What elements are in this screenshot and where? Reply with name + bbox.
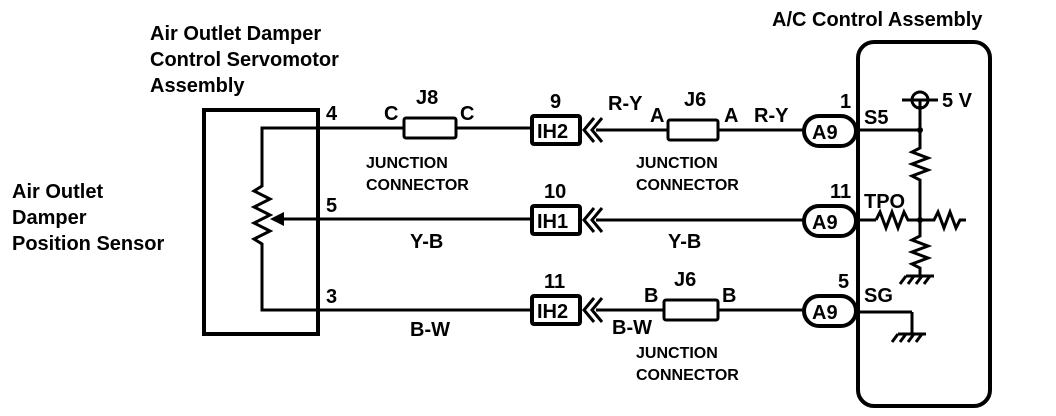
wire-color-row3-mid: B-W <box>612 317 652 339</box>
j6-b-pin-out-label: B <box>722 285 736 307</box>
j6-row3-label: J6 <box>674 269 696 291</box>
sensor-label-line2: Damper <box>12 207 87 229</box>
a9-row2-pin: 11 <box>830 181 851 203</box>
wire-color-row2-left: Y-B <box>410 231 443 253</box>
supply-5v-label: 5 V <box>942 90 973 112</box>
a9-row3-label: A9 <box>812 302 838 324</box>
ac-control-box <box>856 40 992 408</box>
j6-row3-junction-box <box>662 298 720 322</box>
ih2-connector-row3 <box>530 294 582 326</box>
servomotor-title-line3: Assembly <box>150 75 245 97</box>
a9-row1-pin: 1 <box>840 91 851 113</box>
servomotor-box <box>202 108 320 336</box>
j8-junction-text-2: CONNECTOR <box>366 177 469 194</box>
j6-b-pin-in-label: B <box>644 285 658 307</box>
a9-row2-label: A9 <box>812 212 838 234</box>
ih2-row1-chevrons <box>582 117 604 143</box>
j6-row1-label: J6 <box>684 89 706 111</box>
ih2-row1-label: IH2 <box>537 121 568 143</box>
ih1-row2-chevrons <box>582 207 604 233</box>
j6-row1-junction-text-1: JUNCTION <box>636 155 718 172</box>
ih2-row3-chevrons <box>582 297 604 323</box>
j6-row1-junction-text-2: CONNECTOR <box>636 177 739 194</box>
wire-color-row1-a: R-Y <box>608 93 643 115</box>
j6-row3-junction-text-2: CONNECTOR <box>636 367 739 384</box>
ih1-row2-label: IH1 <box>537 211 568 233</box>
ih1-connector-row2 <box>530 204 582 236</box>
ih2-row3-pin: 11 <box>544 271 565 293</box>
j6-row1-junction-box <box>666 118 720 142</box>
terminal-tpo-label: TPO <box>864 191 905 213</box>
pin-5-label: 5 <box>326 195 337 217</box>
pin-3-label: 3 <box>326 286 337 308</box>
j8-junction-text-1: JUNCTION <box>366 155 448 172</box>
ih1-row2-pin: 10 <box>544 181 566 203</box>
ih2-connector-row1 <box>530 114 582 146</box>
j8-junction-box <box>402 116 458 140</box>
terminal-s5-label: S5 <box>864 107 888 129</box>
a9-row1-label: A9 <box>812 122 838 144</box>
ih2-row3-label: IH2 <box>537 301 568 323</box>
wire-color-row1-b: R-Y <box>754 105 789 127</box>
j8-label: J8 <box>416 87 438 109</box>
wire-color-row3-left: B-W <box>410 319 450 341</box>
potentiometer-symbol <box>250 126 318 312</box>
a9-row3-pin: 5 <box>838 271 849 293</box>
pin-4-label: 4 <box>326 103 338 125</box>
ac-control-title: A/C Control Assembly <box>772 9 983 31</box>
tpo-circuit <box>856 207 966 285</box>
sg-ground-circuit <box>856 310 926 343</box>
j6-row3-junction-text-1: JUNCTION <box>636 345 718 362</box>
sensor-label-line3: Position Sensor <box>12 233 164 255</box>
ih2-row1-pin: 9 <box>550 91 561 113</box>
servomotor-title-line2: Control Servomotor <box>150 49 339 71</box>
supply-circuit <box>856 90 938 220</box>
j6-a-pin-in-label: A <box>650 105 664 127</box>
j8-pin-out-label: C <box>460 103 474 125</box>
j8-pin-in-label: C <box>384 103 398 125</box>
servomotor-title-line1: Air Outlet Damper <box>150 23 321 45</box>
sensor-label-line1: Air Outlet <box>12 181 103 203</box>
wire-color-row2-right: Y-B <box>668 231 701 253</box>
j6-a-pin-out-label: A <box>724 105 738 127</box>
terminal-sg-label: SG <box>864 285 893 307</box>
